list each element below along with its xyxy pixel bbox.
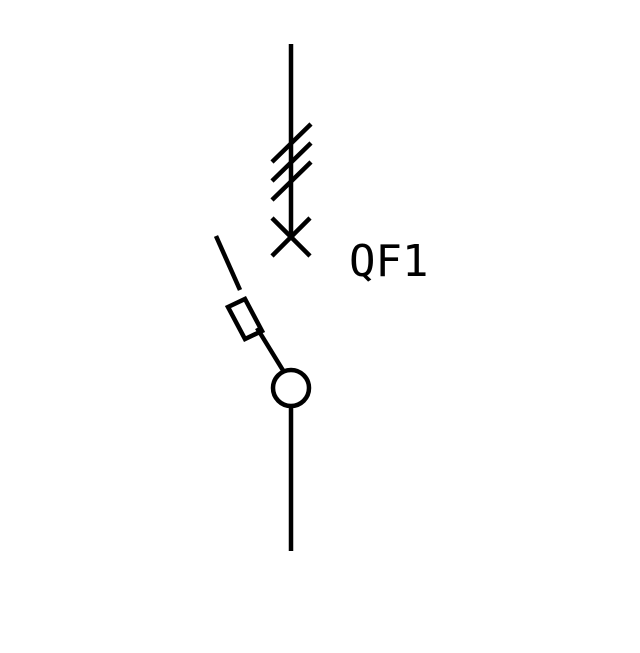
release-element-box bbox=[224, 296, 266, 342]
cross-stroke-2 bbox=[270, 216, 312, 258]
pivot-contact-circle bbox=[270, 367, 312, 409]
pole-mark-2 bbox=[270, 141, 313, 183]
breaker-designation-label: QF1 bbox=[349, 236, 428, 287]
switch-blade-lower bbox=[255, 326, 286, 374]
three-pole-marks bbox=[270, 122, 313, 202]
breaker-cross-mark bbox=[270, 216, 312, 258]
circuit-breaker-symbol bbox=[213, 44, 313, 551]
pole-mark-1 bbox=[270, 122, 313, 164]
switch-blade-upper bbox=[213, 235, 243, 291]
pole-mark-3 bbox=[270, 160, 313, 202]
